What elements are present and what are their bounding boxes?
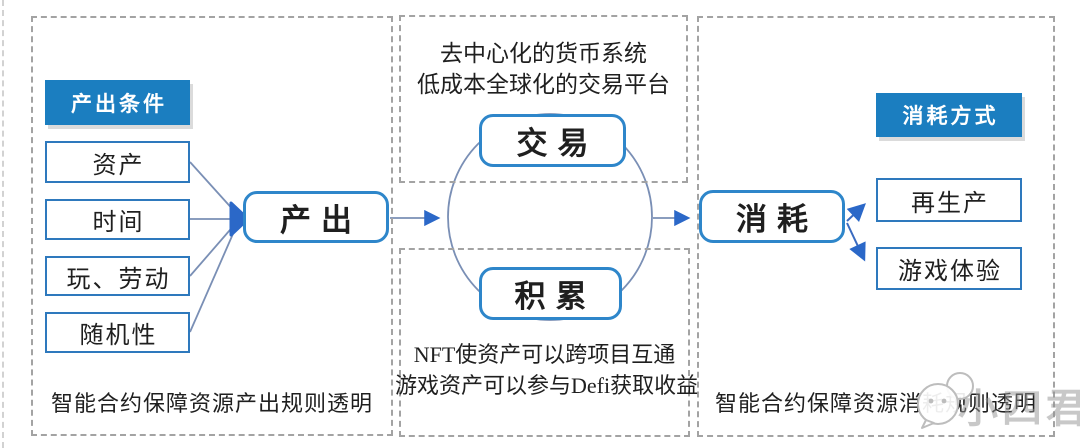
node-accumulate: 积累 bbox=[479, 267, 622, 320]
trade-platform-note-line2: 低成本全球化的交易平台 bbox=[417, 72, 670, 97]
consume-item-reproduce-label: 再生产 bbox=[911, 190, 989, 217]
node-trade: 交易 bbox=[479, 114, 626, 167]
consume-item-game-experience-label: 游戏体验 bbox=[898, 259, 1002, 285]
condition-item-play-labor: 玩、劳动 bbox=[45, 256, 190, 296]
trade-platform-note: 去中心化的货币系统 低成本全球化的交易平台 bbox=[399, 38, 688, 100]
consume-item-reproduce: 再生产 bbox=[876, 178, 1022, 222]
node-accumulate-label: 积累 bbox=[514, 279, 597, 314]
nft-defi-note: NFT使资产可以跨项目互通 游戏资产可以参与Defi获取收益 bbox=[395, 339, 699, 401]
condition-item-assets-label: 资产 bbox=[92, 152, 145, 179]
node-produce: 产出 bbox=[243, 191, 389, 243]
output-conditions-header-label: 产出条件 bbox=[71, 91, 167, 116]
node-trade-label: 交易 bbox=[516, 126, 599, 161]
connector-play-to-produce bbox=[189, 222, 237, 277]
trade-platform-note-line1: 去中心化的货币系统 bbox=[440, 41, 647, 66]
connector-random-to-produce bbox=[189, 226, 237, 333]
right-panel-caption: 智能合约保障资源消耗规则透明 bbox=[714, 391, 1037, 416]
connector-assets-to-produce bbox=[189, 161, 237, 214]
condition-item-time-label: 时间 bbox=[92, 210, 145, 236]
outer-frame-edge bbox=[2, 0, 4, 448]
condition-item-play-labor-label: 玩、劳动 bbox=[66, 266, 171, 293]
node-produce-label: 产出 bbox=[280, 202, 362, 238]
condition-item-time: 时间 bbox=[45, 199, 190, 240]
output-conditions-header: 产出条件 bbox=[45, 80, 190, 125]
consume-modes-header: 消耗方式 bbox=[876, 93, 1022, 137]
condition-item-randomness-label: 随机性 bbox=[79, 323, 158, 349]
arrow-consume-to-reproduce bbox=[846, 203, 866, 223]
consume-item-game-experience: 游戏体验 bbox=[876, 247, 1022, 290]
node-consume-label: 消耗 bbox=[736, 202, 818, 237]
nft-defi-note-line2: 游戏资产可以参与Defi获取收益 bbox=[395, 373, 699, 398]
nft-defi-note-line1: NFT使资产可以跨项目互通 bbox=[413, 342, 676, 367]
watermark-text: 小四君 bbox=[958, 386, 1080, 431]
condition-item-assets: 资产 bbox=[45, 141, 190, 183]
condition-item-randomness: 随机性 bbox=[45, 312, 190, 353]
arrow-consume-to-experience bbox=[846, 222, 866, 262]
left-panel-caption: 智能合约保障资源产出规则透明 bbox=[50, 391, 373, 416]
consume-modes-header-label: 消耗方式 bbox=[902, 104, 999, 128]
wechat-icon bbox=[917, 372, 974, 429]
node-consume: 消耗 bbox=[699, 190, 845, 243]
